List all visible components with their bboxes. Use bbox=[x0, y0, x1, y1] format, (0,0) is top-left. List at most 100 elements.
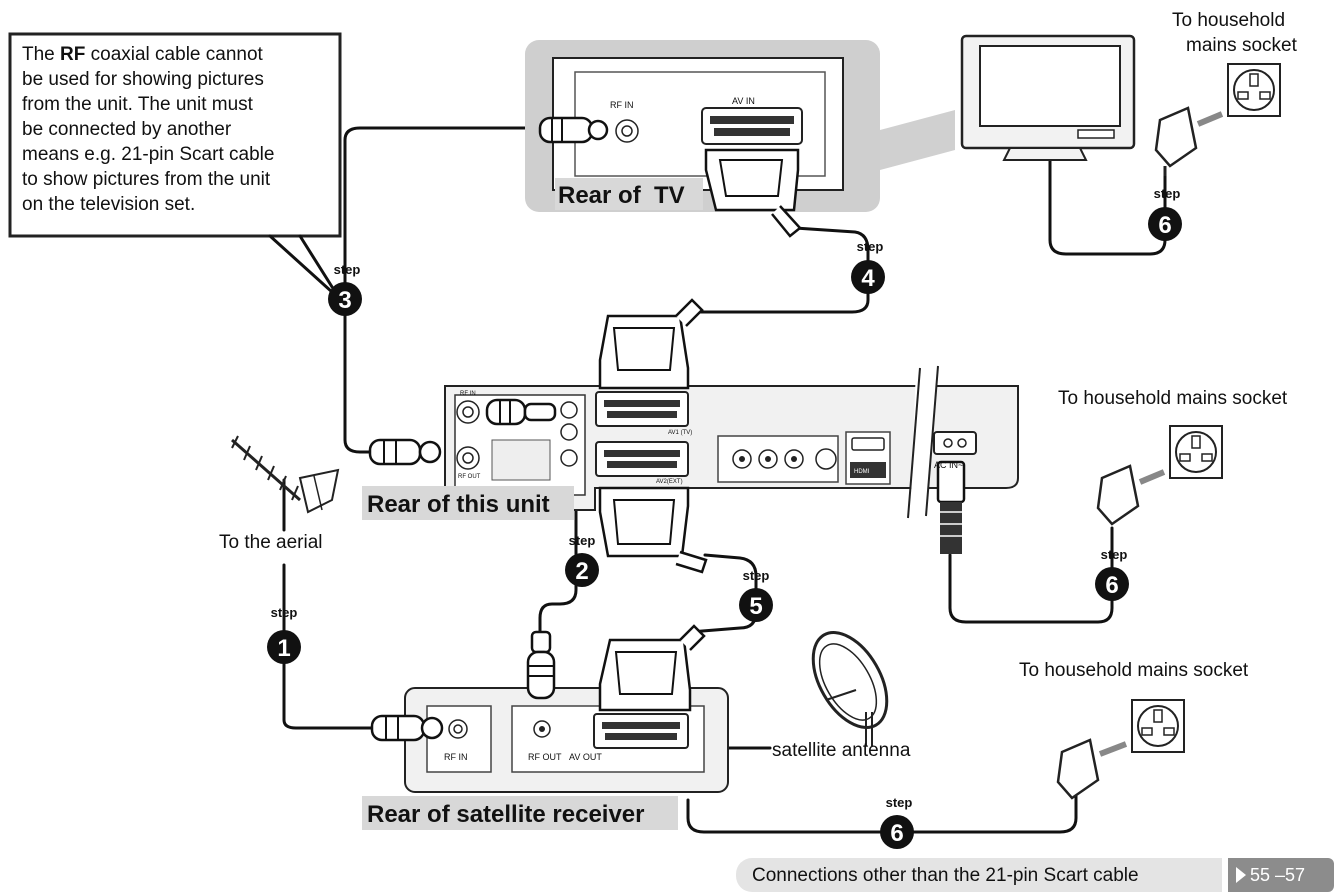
callout-line: be used for showing pictures bbox=[22, 69, 264, 90]
unit-scart-plug-bottom bbox=[598, 486, 708, 574]
footer-bar: Connections other than the 21-pin Scart … bbox=[736, 858, 1222, 892]
step-word: step bbox=[569, 533, 596, 548]
receiver-heading-bg bbox=[362, 796, 678, 830]
step-marker-4: step 4 bbox=[851, 239, 885, 294]
mains-plug-receiver bbox=[1056, 738, 1128, 800]
receiver-rf-out-plug bbox=[526, 630, 556, 700]
tv-aerial bbox=[231, 435, 340, 514]
tv-stand bbox=[1002, 147, 1088, 161]
step-marker-2: step 2 bbox=[565, 533, 599, 587]
step-word: step bbox=[886, 795, 913, 810]
step-number: 1 bbox=[277, 635, 290, 662]
callout-frame bbox=[8, 32, 342, 238]
step-number: 6 bbox=[1105, 572, 1118, 599]
step-marker-1: step 1 bbox=[267, 605, 301, 664]
aerial-label: To the aerial bbox=[219, 532, 323, 553]
satellite-dish bbox=[811, 631, 889, 746]
cable-step1 bbox=[282, 563, 377, 730]
unit-rf-out-plug bbox=[368, 438, 442, 466]
cable-step4 bbox=[688, 226, 870, 314]
step-marker-6-tv: step 6 bbox=[1148, 186, 1182, 241]
step-number: 3 bbox=[338, 287, 351, 314]
mains-tv-label-line1: To household bbox=[1172, 10, 1285, 31]
cable-step3-lower bbox=[343, 288, 374, 454]
tv-zoom-wedge bbox=[880, 110, 955, 170]
step-marker-5: step 5 bbox=[739, 568, 773, 622]
tv-scart-pins-bottom bbox=[714, 128, 790, 136]
tv-av-in-label: AV IN bbox=[732, 96, 755, 106]
tv-av-in-scart bbox=[701, 107, 803, 145]
receiver-av-out-label: AV OUT bbox=[569, 752, 602, 762]
mains-socket-unit bbox=[1169, 425, 1223, 479]
step-number: 4 bbox=[861, 265, 875, 292]
unit-hdmi-socket bbox=[851, 437, 885, 451]
play-arrow-icon bbox=[1236, 867, 1246, 883]
footer-text: Connections other than the 21-pin Scart … bbox=[752, 865, 1139, 886]
cable-unit-power bbox=[948, 526, 1114, 624]
tv-scart-pins-top bbox=[710, 116, 794, 124]
tv-rf-in-socket-core bbox=[621, 125, 633, 137]
unit-rf-out-label: RF OUT bbox=[458, 474, 481, 480]
step-marker-6-receiver: step 6 bbox=[880, 795, 914, 849]
cable-tv-power bbox=[1048, 158, 1167, 256]
unit-rear-heading: Rear of this unit bbox=[367, 491, 550, 518]
callout-pointer bbox=[268, 234, 336, 294]
tv-rf-plug bbox=[538, 116, 609, 144]
step-number: 6 bbox=[890, 820, 903, 847]
step-word: step bbox=[271, 605, 298, 620]
receiver-scart-plug bbox=[598, 624, 706, 712]
step-marker-6-unit: step 6 bbox=[1095, 547, 1129, 601]
step-word: step bbox=[334, 262, 361, 277]
step-number: 2 bbox=[575, 558, 588, 585]
unit-rf-in-label: RF IN bbox=[460, 391, 476, 397]
cable-step3-upper bbox=[343, 126, 542, 292]
page-reference-link[interactable]: 55 –57 bbox=[1228, 858, 1334, 892]
receiver-rf-in-plug bbox=[370, 714, 444, 742]
callout-line: means e.g. 21-pin Scart cable bbox=[22, 144, 275, 165]
callout-line: from the unit. The unit must bbox=[22, 94, 253, 115]
step-number: 5 bbox=[749, 593, 762, 620]
tv-screen bbox=[979, 45, 1121, 127]
mains-plug-tv bbox=[1154, 106, 1224, 176]
tv-heading-bg bbox=[555, 178, 703, 210]
unit-hdmi-label: HDMI bbox=[854, 469, 870, 475]
receiver-rf-out-label: RF OUT bbox=[528, 752, 562, 762]
tv-scart-plug bbox=[704, 148, 802, 238]
rf-warning-callout bbox=[8, 32, 342, 294]
unit-heading-bg bbox=[362, 486, 574, 520]
rf-warning-text: The RF coaxial cable cannot be used for … bbox=[22, 42, 332, 217]
unit-av1-scart bbox=[595, 391, 689, 427]
step-word: step bbox=[857, 239, 884, 254]
television bbox=[960, 34, 1136, 161]
step-number: 6 bbox=[1158, 212, 1171, 239]
receiver-av-out-scart bbox=[593, 713, 689, 749]
tv-rf-plug-tip bbox=[587, 119, 609, 141]
unit-rf-in-plug bbox=[485, 398, 557, 426]
step-word: step bbox=[743, 568, 770, 583]
callout-line: to show pictures from the unit bbox=[22, 169, 271, 190]
callout-line: The RF coaxial cable cannot bbox=[22, 44, 263, 65]
unit-ac-in-socket bbox=[933, 431, 977, 455]
footer-reference: Connections other than the 21-pin Scart … bbox=[736, 858, 1334, 892]
tv-rf-in-label: RF IN bbox=[610, 100, 634, 110]
unit-ac-in-label: AC IN~ bbox=[934, 460, 963, 470]
receiver-rear-heading: Rear of satellite receiver bbox=[367, 801, 645, 828]
satellite-antenna-label: satellite antenna bbox=[772, 740, 911, 761]
page-reference: 55 –57 bbox=[1250, 865, 1306, 885]
mains-receiver-label: To household mains socket bbox=[1019, 660, 1249, 681]
step-marker-3: step 3 bbox=[328, 262, 362, 316]
unit-ac-plug bbox=[936, 460, 966, 554]
unit-scart-plug-top bbox=[598, 298, 704, 390]
unit-av2-scart bbox=[595, 441, 689, 477]
unit-av2-label: AV2(EXT) bbox=[656, 479, 683, 485]
unit-av1-label: AV1 (TV) bbox=[668, 430, 692, 436]
step-word: step bbox=[1154, 186, 1181, 201]
tv-rear-heading: Rear of TV bbox=[558, 182, 685, 209]
tv-scart-plug-tail bbox=[771, 205, 802, 238]
mains-plug-unit bbox=[1096, 464, 1166, 526]
mains-socket-tv bbox=[1227, 63, 1281, 117]
mains-tv-label-line2: mains socket bbox=[1186, 35, 1298, 56]
satellite-receiver bbox=[404, 687, 729, 793]
receiver-rf-in-label: RF IN bbox=[444, 752, 468, 762]
